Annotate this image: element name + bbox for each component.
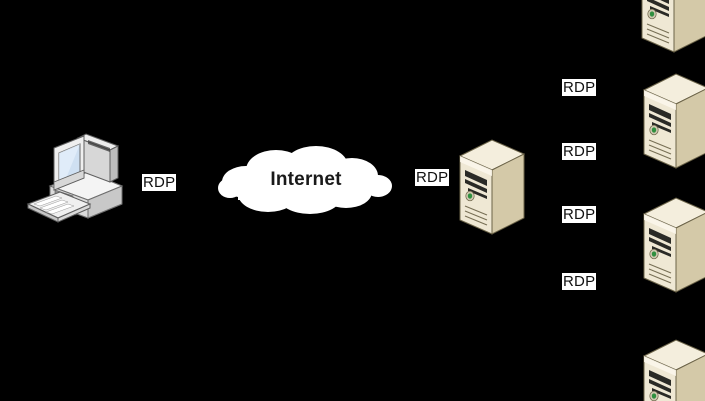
rdp-label-target-link-4: RDP xyxy=(562,273,597,290)
target-server-2-icon[interactable] xyxy=(636,68,705,180)
target-server-4-icon[interactable] xyxy=(636,334,705,401)
internet-cloud-label: Internet xyxy=(270,169,342,190)
gateway-server-icon[interactable] xyxy=(452,134,530,246)
target-server-3-icon[interactable] xyxy=(636,192,705,304)
internet-cloud: Internet xyxy=(218,144,392,216)
rdp-label-target-link-3: RDP xyxy=(562,206,597,223)
desktop-computer-icon[interactable] xyxy=(26,130,130,230)
rdp-label-client-link: RDP xyxy=(142,174,177,191)
rdp-label-target-link-2: RDP xyxy=(562,143,597,160)
link-gateway-to-target-4 xyxy=(519,185,631,272)
rdp-label-gateway-link: RDP xyxy=(415,169,450,186)
rdp-label-target-link-1: RDP xyxy=(562,79,597,96)
target-server-1-icon[interactable] xyxy=(634,0,705,64)
